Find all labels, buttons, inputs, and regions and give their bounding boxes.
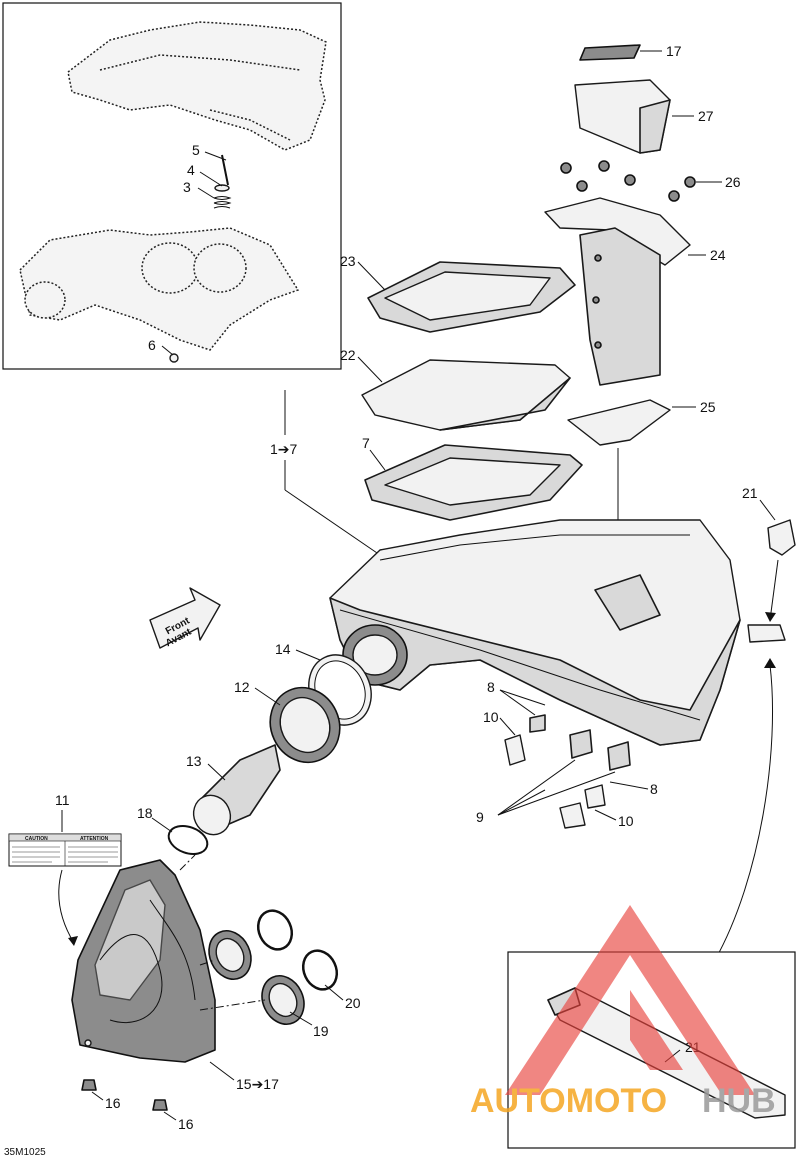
parts-15-17-lower-cover: 15➔17 16 16 bbox=[71, 859, 279, 1132]
part-11-warning-label: 11 CAUTION ATTENTION bbox=[8, 792, 122, 946]
callout-6: 6 bbox=[148, 337, 156, 353]
callout-20: 20 bbox=[345, 995, 361, 1011]
callout-16-left: 16 bbox=[105, 1095, 121, 1111]
callout-25: 25 bbox=[700, 399, 716, 415]
part-18-o-ring: 18 bbox=[137, 805, 209, 856]
callout-3: 3 bbox=[183, 179, 191, 195]
callout-27: 27 bbox=[698, 108, 714, 124]
part-23-filter-cover: 23 bbox=[340, 253, 576, 333]
watermark-text-1: AUTOMOTO bbox=[470, 1082, 667, 1120]
callout-23: 23 bbox=[340, 253, 356, 269]
watermark: AUTOMOTO HUB bbox=[470, 905, 776, 1120]
parts-8-9-10-clamps: 8 10 9 8 10 bbox=[476, 679, 658, 829]
main-airbox-housing bbox=[329, 519, 741, 746]
callout-4: 4 bbox=[187, 162, 195, 178]
parts-19-20-hoses: 19 20 bbox=[199, 909, 361, 1039]
callout-14: 14 bbox=[275, 641, 291, 657]
watermark-triangle-logo bbox=[505, 905, 755, 1095]
part-17-decal: 17 bbox=[579, 43, 682, 61]
callout-1-to-7: 1➔7 bbox=[270, 441, 298, 457]
callout-12: 12 bbox=[234, 679, 250, 695]
part-25-tray: 25 bbox=[567, 399, 716, 446]
part-13-tube: 13 bbox=[186, 744, 281, 836]
callout-15-to-17: 15➔17 bbox=[236, 1076, 279, 1092]
watermark-text-2: HUB bbox=[702, 1082, 776, 1120]
part-26-push-rivets: 26 bbox=[560, 160, 741, 202]
inset-box-parts-1-7: 5 4 3 6 bbox=[2, 2, 342, 370]
callout-17: 17 bbox=[666, 43, 682, 59]
callout-22: 22 bbox=[340, 347, 356, 363]
part-21-clip: 21 bbox=[742, 485, 796, 643]
callout-5: 5 bbox=[192, 142, 200, 158]
caution-title: CAUTION bbox=[25, 836, 48, 842]
callout-21-upper: 21 bbox=[742, 485, 758, 501]
callout-8-upper: 8 bbox=[487, 679, 495, 695]
callout-11: 11 bbox=[55, 792, 70, 808]
callout-10-lower: 10 bbox=[618, 813, 634, 829]
callout-7: 7 bbox=[362, 435, 370, 451]
callout-13: 13 bbox=[186, 753, 202, 769]
front-direction-arrow: Front Avant bbox=[149, 587, 221, 649]
callout-24: 24 bbox=[710, 247, 726, 263]
part-27-cover: 27 bbox=[574, 79, 714, 154]
callout-9: 9 bbox=[476, 809, 484, 825]
attention-title: ATTENTION bbox=[80, 836, 109, 842]
callout-26: 26 bbox=[725, 174, 741, 190]
callout-18: 18 bbox=[137, 805, 153, 821]
callout-8-lower: 8 bbox=[650, 781, 658, 797]
callout-19: 19 bbox=[313, 1023, 329, 1039]
figure-code: 35M1025 bbox=[4, 1147, 46, 1158]
part-22-filter: 22 bbox=[340, 347, 571, 431]
part-12-adapter: 12 bbox=[234, 679, 341, 764]
part-7-frame: 7 bbox=[362, 435, 583, 521]
callout-10-upper: 10 bbox=[483, 709, 499, 725]
part-24-intake-duct: 24 bbox=[544, 197, 726, 386]
upper-housing-outline bbox=[67, 21, 327, 151]
callout-16-right: 16 bbox=[178, 1116, 194, 1132]
